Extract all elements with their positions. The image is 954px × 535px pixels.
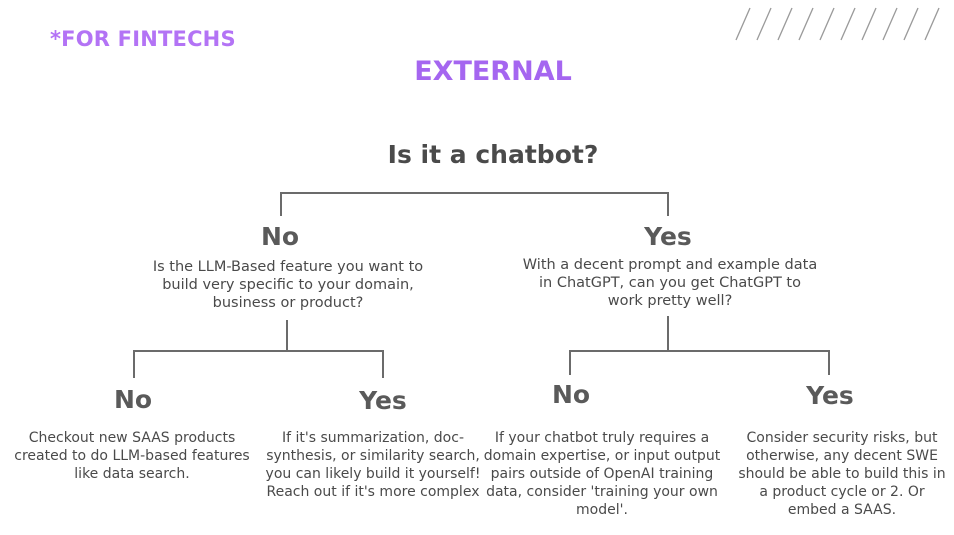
left-no-label: No — [113, 385, 153, 414]
root-question: Is it a chatbot? — [387, 140, 599, 169]
audience-tag: *FOR FINTECHS — [50, 27, 236, 51]
root-connector — [280, 192, 669, 216]
leaf-yes-no-text: If your chatbot truly requires a domain … — [483, 430, 721, 518]
right-no-label: No — [551, 380, 591, 409]
right-yes-label: Yes — [806, 381, 854, 410]
left-connector — [133, 350, 384, 378]
left-yes-label: Yes — [359, 386, 407, 415]
slide-title: EXTERNAL — [414, 56, 572, 87]
leaf-no-yes-text: If it's summarization, doc-synthesis, or… — [265, 430, 481, 500]
branch-yes-label: Yes — [644, 222, 692, 251]
leaf-yes-yes-text: Consider security risks, but otherwise, … — [738, 430, 946, 518]
yes-branch-question: With a decent prompt and example data in… — [522, 257, 818, 309]
no-branch-question: Is the LLM-Based feature you want to bui… — [152, 259, 424, 311]
leaf-no-no-text: Checkout new SAAS products created to do… — [14, 430, 250, 482]
decorative-stripes — [735, 7, 940, 41]
right-connector — [569, 350, 830, 375]
branch-no-label: No — [260, 222, 300, 251]
